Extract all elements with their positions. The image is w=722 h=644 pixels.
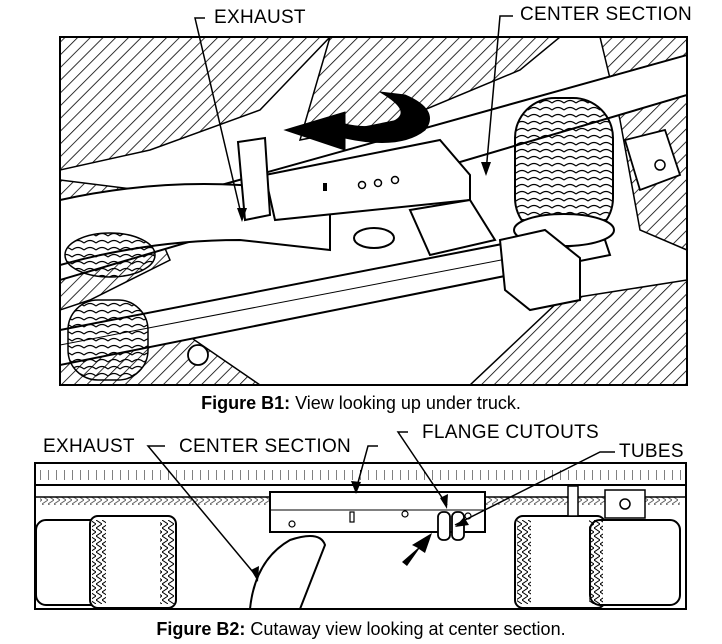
leader-tubes (454, 451, 615, 526)
caption-b1-text: View looking up under truck. (290, 393, 521, 413)
exhaust-pipe-b2 (248, 535, 327, 609)
leader-center-section-b2 (355, 445, 378, 491)
caption-b2: Figure B2: Cutaway view looking at cente… (0, 619, 722, 640)
spring-left-b2 (35, 515, 177, 609)
figure-b2-leaders (146, 431, 615, 579)
coil-spring-left-top (64, 232, 156, 278)
rotation-arrow (283, 91, 430, 151)
label-flange-cutouts: FLANGE CUTOUTS (422, 422, 599, 443)
label-center-section-b1: CENTER SECTION (520, 4, 693, 25)
spring-right-b2 (514, 515, 681, 609)
caption-b1-prefix: Figure B1: (201, 393, 291, 413)
figure-b1-arrowheads (237, 162, 491, 222)
figure-b2-border (34, 462, 687, 610)
coil-spring-left-bottom (67, 299, 149, 381)
leader-exhaust-b1 (194, 17, 243, 219)
exhaust-hanger (236, 136, 272, 222)
caption-b2-text: Cutaway view looking at center section. (245, 619, 566, 639)
caption-b1: Figure B1: View looking up under truck. (0, 393, 722, 414)
coil-spring-right (513, 97, 615, 247)
shock-mount-right (623, 128, 682, 192)
label-exhaust-b2: EXHAUST (43, 436, 135, 457)
frame-hatch-top (298, 37, 562, 141)
crossmember-lower (60, 223, 612, 367)
leader-exhaust-b2 (146, 445, 259, 579)
hitch-bracket (498, 228, 581, 312)
label-exhaust-b1: EXHAUST (214, 7, 306, 28)
label-center-section-b2: CENTER SECTION (179, 436, 352, 457)
figure-b1-leaders (194, 15, 513, 219)
frame-hatch-bottom-right (468, 279, 687, 385)
caption-b2-prefix: Figure B2: (156, 619, 246, 639)
figure-b1-illustration (60, 37, 687, 385)
hitch-b2 (567, 485, 646, 519)
figure-b2-illustration (35, 463, 686, 609)
leader-flange-cutouts (396, 431, 448, 506)
figure-b2-arrowheads (251, 481, 469, 582)
figure-b1-border (59, 36, 688, 386)
frame-hatch-top-left (60, 37, 332, 171)
center-section-bracket (263, 138, 497, 257)
leader-center-section-b1 (485, 15, 513, 173)
pointer-arrow-b2 (402, 533, 432, 566)
frame-hole (187, 344, 209, 366)
label-tubes: TUBES (619, 441, 684, 462)
